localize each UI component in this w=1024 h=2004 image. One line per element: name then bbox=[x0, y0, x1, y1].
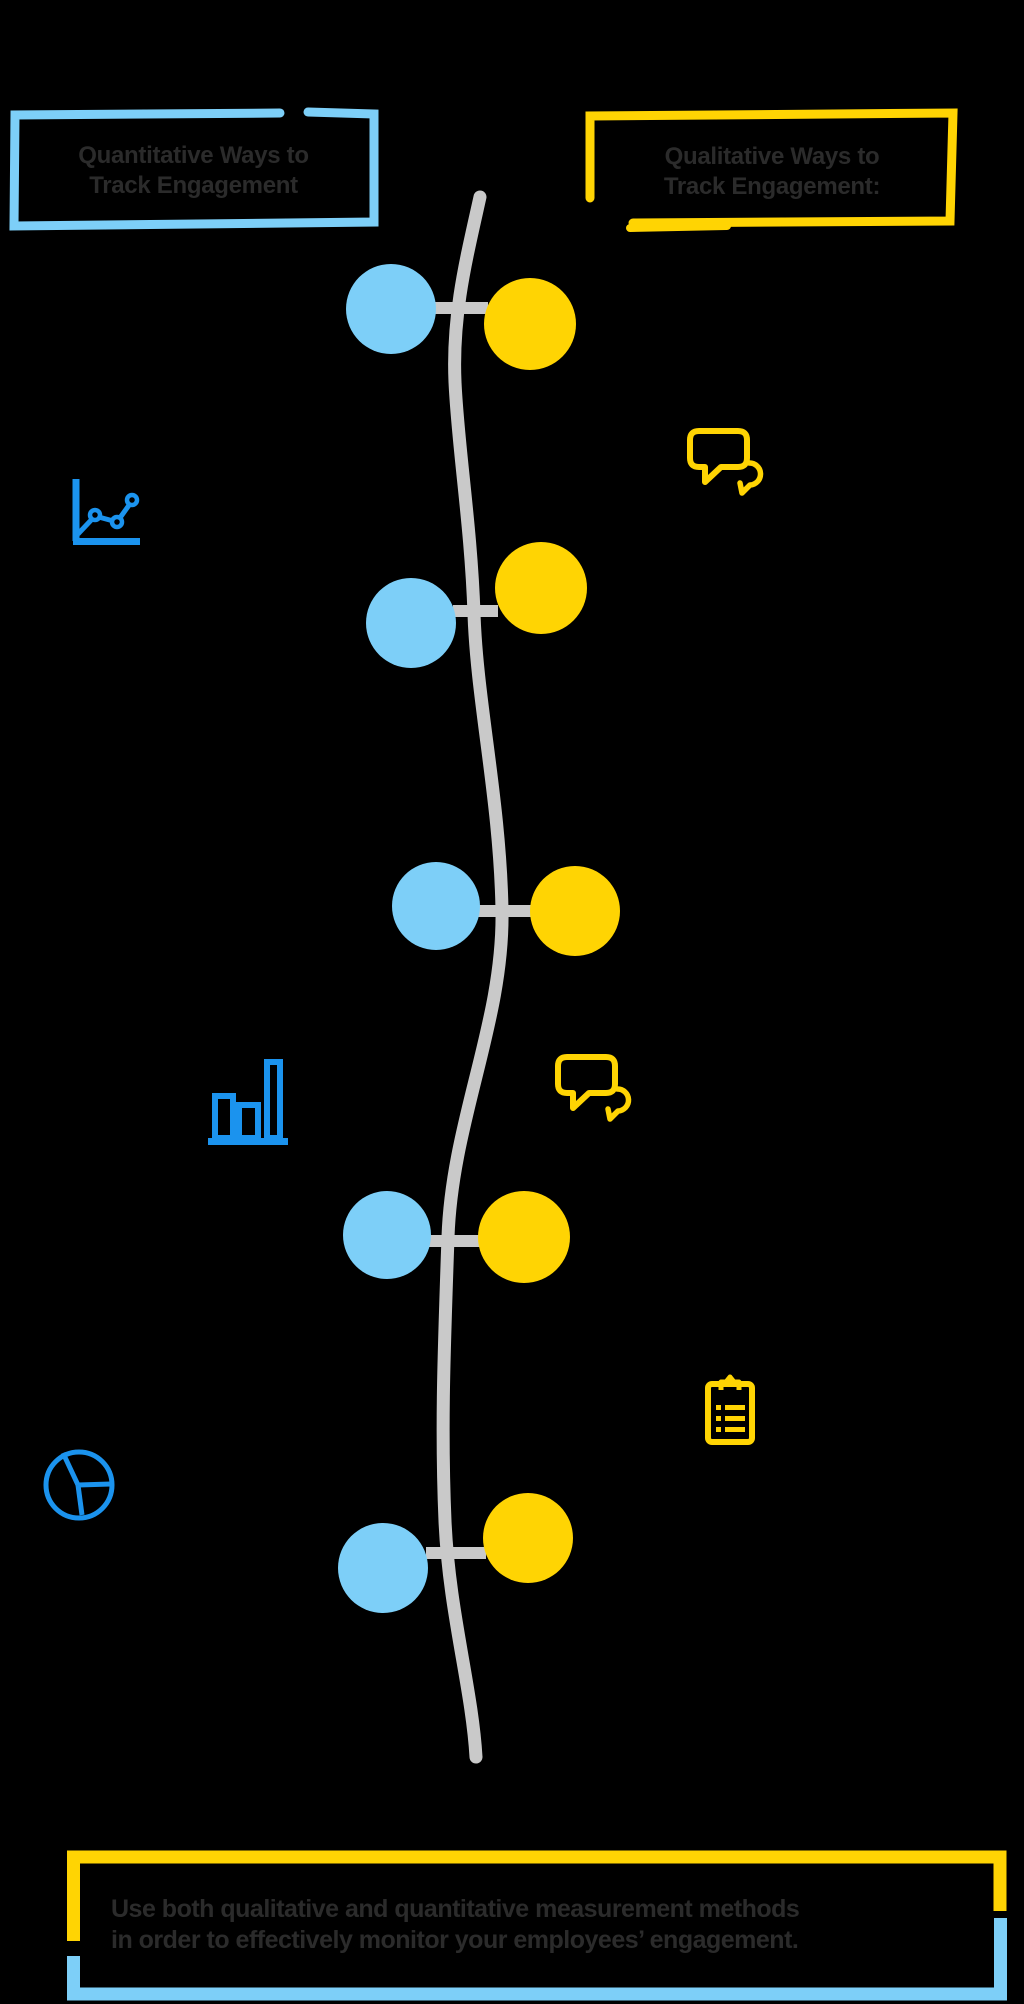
node-connectors bbox=[426, 302, 533, 1559]
pie-chart-icon bbox=[43, 1449, 115, 1521]
chat-bubbles-icon bbox=[558, 1057, 629, 1119]
clipboard-icon bbox=[705, 1374, 755, 1445]
qualitative-node-1 bbox=[484, 278, 576, 370]
quantitative-node-4 bbox=[343, 1191, 431, 1279]
header-left-box-border bbox=[9, 107, 379, 231]
timeline-spine bbox=[436, 190, 509, 1764]
qualitative-node-4 bbox=[478, 1191, 570, 1283]
header-quantitative-box: Quantitative Ways to Track Engagement bbox=[10, 112, 377, 230]
header-qualitative-box: Qualitative Ways to Track Engagement: bbox=[587, 113, 957, 230]
qualitative-node-2 bbox=[495, 542, 587, 634]
qualitative-node-5 bbox=[483, 1493, 573, 1583]
quantitative-node-1 bbox=[346, 264, 436, 354]
header-qualitative-label: Qualitative Ways to Track Engagement: bbox=[663, 142, 881, 200]
qualitative-nodes bbox=[478, 278, 620, 1583]
quantitative-node-2 bbox=[366, 578, 456, 668]
footer-summary-box: Use both qualitative and quantitative me… bbox=[67, 1850, 1007, 2000]
footer-box-border-blue bbox=[67, 1918, 1007, 2001]
header-right-box-border-sketch-stroke bbox=[626, 222, 731, 232]
quantitative-node-3 bbox=[392, 862, 480, 950]
footer-box-border-yellow bbox=[67, 1850, 1007, 1941]
quantitative-node-5 bbox=[338, 1523, 428, 1613]
qualitative-node-3 bbox=[530, 866, 620, 956]
line-chart-icon bbox=[72, 479, 140, 545]
bar-chart-icon bbox=[208, 1059, 288, 1145]
footer-summary-text: Use both qualitative and quantitative me… bbox=[111, 1895, 800, 1954]
quantitative-nodes bbox=[338, 264, 480, 1613]
header-right-box-border bbox=[585, 108, 958, 228]
header-quantitative-label: Quantitative Ways to Track Engagement bbox=[78, 142, 309, 199]
chat-bubbles-icon bbox=[690, 431, 761, 493]
